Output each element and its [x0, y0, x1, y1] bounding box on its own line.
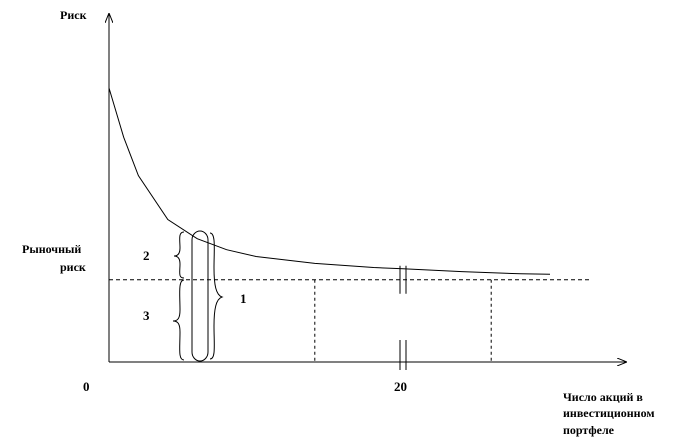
market-risk-label-line1: Рыночный: [22, 242, 81, 256]
bracket-label-1: 1: [240, 291, 247, 306]
total-risk-rect: [191, 230, 209, 362]
x-axis-label-line3: портфеле: [563, 423, 615, 437]
brace-unsystematic: [173, 231, 185, 279]
x-axis-label-line1: Число акций в: [563, 390, 643, 404]
brackets: [172, 230, 224, 362]
bracket-label-3: 3: [143, 308, 150, 323]
brace-market: [172, 279, 185, 361]
bracket-label-2: 2: [143, 248, 150, 263]
dashed-verticals: [314, 279, 492, 362]
origin-label: 0: [83, 379, 90, 394]
market-risk-label-line2: риск: [60, 260, 86, 274]
x-tick-label-20: 20: [394, 379, 407, 394]
total-risk-curve: [108, 87, 551, 275]
x-axis-label-line2: инвестиционном: [563, 406, 655, 420]
axis-break-marks: [399, 265, 407, 370]
brace-total: [209, 232, 224, 360]
y-axis-label: Риск: [60, 8, 87, 22]
